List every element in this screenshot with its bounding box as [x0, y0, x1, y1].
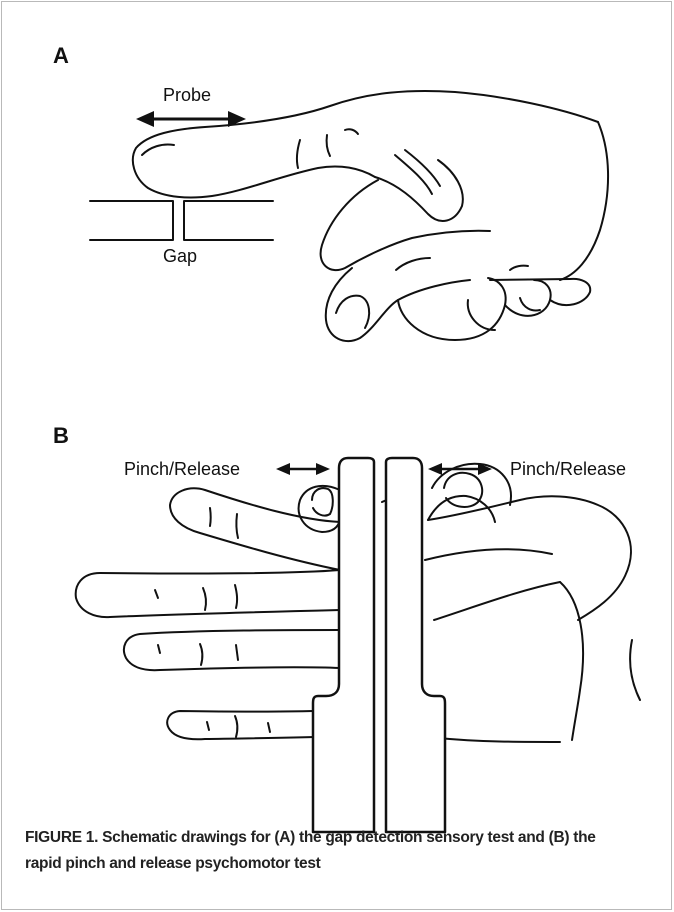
pinch-device — [313, 458, 445, 832]
panel-a-drawing — [90, 91, 608, 341]
hand-a — [133, 91, 608, 341]
left-pinch-arrow — [276, 463, 330, 475]
figure-caption: FIGURE 1. Schematic drawings for (A) the… — [25, 825, 625, 877]
gap-plates — [90, 201, 273, 240]
right-jaw — [386, 458, 445, 832]
panel-b-drawing — [76, 458, 640, 832]
left-jaw — [313, 458, 374, 832]
